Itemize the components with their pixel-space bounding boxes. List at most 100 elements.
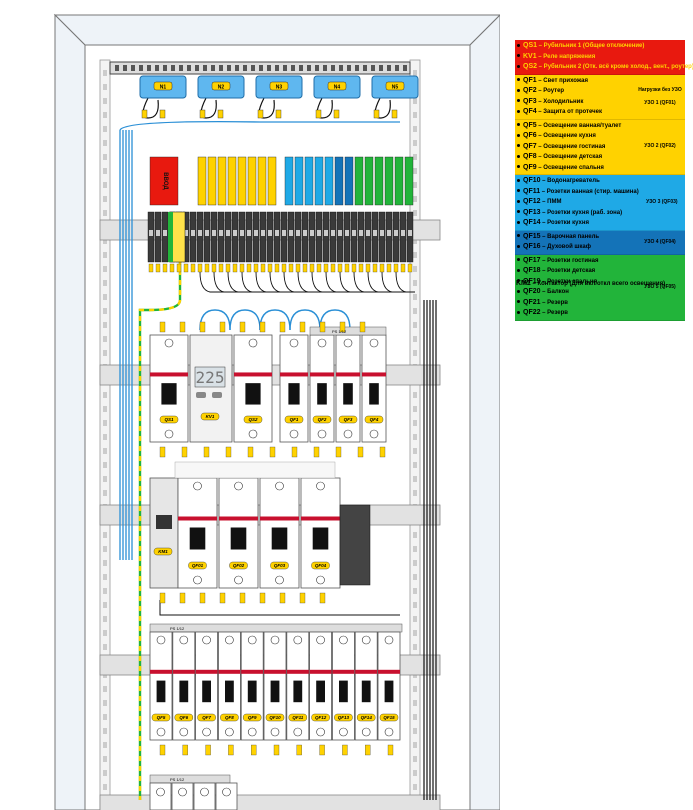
rail-slot <box>103 630 107 636</box>
rail-slot <box>103 392 107 398</box>
rail-slot <box>413 420 417 426</box>
breaker-brand-band <box>150 372 188 377</box>
breaker-screw-top <box>384 635 394 645</box>
terminal-ferrule <box>239 263 245 273</box>
legend-item-code: QF13 <box>523 208 541 216</box>
n-terminal-tag <box>327 81 347 91</box>
terminal-screw <box>198 230 202 236</box>
breaker-tag <box>284 415 304 424</box>
breaker-tag <box>174 713 194 722</box>
terminal-block <box>315 211 323 263</box>
busbar-screw <box>307 65 311 71</box>
rail-slot <box>413 532 417 538</box>
breaker-toggle <box>202 680 211 703</box>
terminal-ferrule <box>204 263 210 273</box>
bullet-icon <box>517 154 520 158</box>
breaker-toggle <box>384 680 394 703</box>
wire-ferrule <box>199 109 206 119</box>
terminal-screw <box>205 230 209 236</box>
legend-group-tag: УЗО 4 (QF04) <box>644 238 676 245</box>
legend-item: QF8 – Освещение детская <box>517 152 635 163</box>
rail-slot <box>413 546 417 552</box>
rail-slot <box>103 182 107 188</box>
legend-item: KV1 – Реле напряжения <box>517 52 693 63</box>
rail-slot <box>413 728 417 734</box>
terminal-out-wire <box>353 271 415 293</box>
terminal-screw <box>247 230 251 236</box>
busbar-screw <box>123 65 127 71</box>
breaker-toggle <box>369 383 379 405</box>
row3-ferrule <box>182 744 188 756</box>
legend-item-desc: – Розетки спальня <box>540 278 598 285</box>
legend-item: QF3 – Холодильник <box>517 97 635 108</box>
busbar-screw <box>323 65 327 71</box>
busbar-screw <box>187 65 191 71</box>
breaker-screw-bottom <box>234 575 243 585</box>
terminal-marker-strip <box>344 156 354 206</box>
terminal-ferrule <box>253 263 259 273</box>
wire-ferrule <box>257 109 264 119</box>
terminal-block <box>385 211 393 263</box>
breaker-screw-top <box>293 635 303 645</box>
terminal-out-wire <box>255 271 415 293</box>
breaker-brand-band <box>378 669 400 674</box>
terminal-screw <box>338 230 342 236</box>
breaker-brand-band <box>178 516 217 521</box>
rail-slot <box>103 210 107 216</box>
breaker-brand-band <box>355 669 378 674</box>
legend-item-code: QS1 <box>523 42 538 49</box>
terminal-ferrule <box>351 263 357 273</box>
rail-slot <box>103 462 107 468</box>
busbar-screw <box>299 65 303 71</box>
terminal-out-wire <box>297 271 415 293</box>
bullet-icon <box>517 54 520 58</box>
terminal-out-wire <box>311 271 415 293</box>
breaker-toggle <box>271 527 288 550</box>
legend-item: QF17 – Розетки гостиная <box>517 256 635 267</box>
terminal-ferrule <box>274 263 280 273</box>
terminal-screw <box>366 230 370 236</box>
breaker-screw-bottom <box>316 727 325 737</box>
breaker-label: QF01 <box>192 563 204 568</box>
legend-item: QF13 – Розетки кухня (раб. зона) <box>517 208 639 219</box>
terminal-screw <box>268 230 272 236</box>
breaker-screw-bottom <box>202 727 211 737</box>
rail-slot <box>413 182 417 188</box>
legend-item-desc: – Холодильник <box>536 98 584 105</box>
breaker-screw-top <box>247 635 257 645</box>
legend-item: QF19 – Розетки спальня <box>517 277 635 288</box>
rail-slot <box>103 532 107 538</box>
breaker-tag <box>311 561 330 570</box>
rail-slot <box>413 336 417 342</box>
legend-item-desc: – Освещение гостиная <box>536 143 606 150</box>
bullet-icon <box>517 268 520 272</box>
terminal-ferrule <box>323 263 329 273</box>
legend-group-tag: УЗО 2 (QF02) <box>644 143 676 150</box>
row2-ferrule <box>319 592 326 604</box>
terminal-ferrule <box>148 263 154 273</box>
legend-item: QS2 – Рубильник 2 (Отк. всё кроме холод.… <box>517 62 693 73</box>
row1-ferrule <box>239 321 246 333</box>
row3-ferrule <box>228 744 234 756</box>
rail-slot <box>413 602 417 608</box>
relay-button <box>196 392 206 398</box>
row2-ferrule <box>199 592 206 604</box>
n-terminal-tag <box>385 81 405 91</box>
terminal-marker-strip <box>207 156 217 206</box>
breaker-label: QF03 <box>274 563 286 568</box>
busbar-screw <box>219 65 223 71</box>
breaker-tag <box>243 415 263 424</box>
legend-item: QF15 – Варочная панель <box>517 232 635 243</box>
bullet-icon <box>517 109 520 113</box>
rail-slot <box>413 392 417 398</box>
terminal-block <box>161 211 169 263</box>
legend-item-desc: – Освещение детская <box>536 154 603 160</box>
terminal-block <box>266 211 274 263</box>
terminal-ferrule <box>295 263 301 273</box>
terminal-screw <box>373 230 377 236</box>
legend-item-desc: – Варочная панель <box>540 233 600 240</box>
terminal-block <box>343 211 351 263</box>
terminal-screw <box>310 230 314 236</box>
legend-item-desc: – Розетки гостиная <box>540 257 599 264</box>
